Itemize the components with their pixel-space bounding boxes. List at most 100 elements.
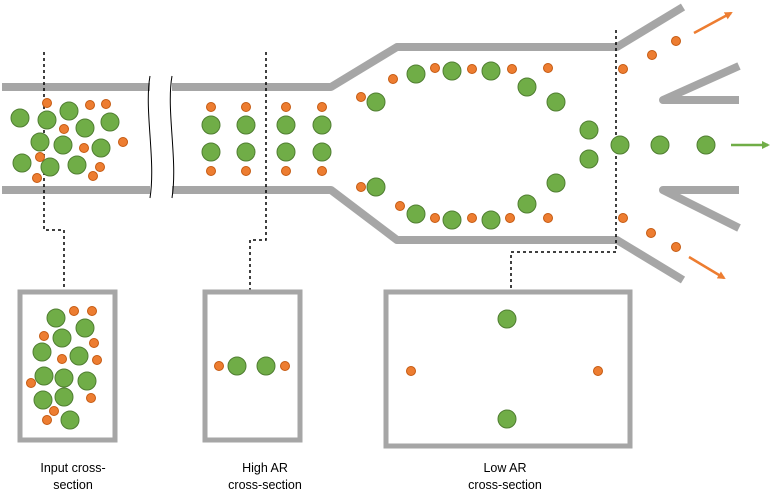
large-particle (497, 409, 517, 429)
small-particle (59, 124, 69, 134)
input-caption-line-2: section (53, 478, 93, 492)
large-particle (312, 142, 332, 162)
low-ar-caption-line-1: Low AR (483, 461, 527, 475)
large-particle (236, 115, 256, 135)
large-particle (201, 115, 221, 135)
large-particle (650, 135, 670, 155)
large-particle (60, 410, 80, 430)
small-particle (49, 406, 59, 416)
upper-outlet-arrow-icon (693, 11, 733, 35)
small-particle (388, 74, 398, 84)
input-guide-line (43, 52, 65, 290)
small-particle (118, 137, 128, 147)
small-particle (89, 338, 99, 348)
small-particle (317, 102, 327, 112)
small-particle (32, 173, 42, 183)
large-particle (12, 153, 32, 173)
small-particle (206, 166, 216, 176)
small-particle (101, 99, 111, 109)
small-particle (281, 102, 291, 112)
large-particle (366, 177, 386, 197)
small-particle (647, 50, 657, 60)
large-particle (40, 157, 60, 177)
large-particle (546, 173, 566, 193)
small-particle (317, 166, 327, 176)
high-ar-guide-line (249, 52, 267, 290)
small-particle (26, 378, 36, 388)
small-particle (92, 355, 102, 365)
large-particle (610, 135, 630, 155)
small-particle (88, 171, 98, 181)
large-particle (276, 115, 296, 135)
break-mark-left (147, 75, 153, 199)
outlet-splitter-upper (659, 62, 741, 104)
large-particle (75, 118, 95, 138)
small-particle (85, 100, 95, 110)
channel-walls (2, 3, 741, 284)
small-particle (214, 361, 224, 371)
large-particle (312, 115, 332, 135)
small-particle (467, 64, 477, 74)
input-caption-line-1: Input cross- (40, 461, 106, 475)
small-particle (86, 393, 96, 403)
input-cross-section-particles (26, 306, 102, 430)
small-particle (42, 98, 52, 108)
low-ar-cross-section-caption: Low AR cross-section (435, 460, 575, 494)
large-particle (256, 356, 276, 376)
small-particle (206, 102, 216, 112)
low-ar-caption-line-2: cross-section (468, 478, 542, 492)
high-ar-particles (201, 102, 332, 176)
large-particle (276, 142, 296, 162)
small-particle (35, 152, 45, 162)
large-particle (366, 92, 386, 112)
large-particle (406, 64, 426, 84)
small-particle (671, 242, 681, 252)
large-particle (54, 368, 74, 388)
large-particle (32, 342, 52, 362)
input-cross-section-caption: Input cross- section (3, 460, 143, 494)
large-particle (201, 142, 221, 162)
outlet-arrows (688, 11, 770, 280)
small-particle (671, 36, 681, 46)
large-particle (10, 108, 30, 128)
small-particle (57, 354, 67, 364)
small-particle (543, 213, 553, 223)
break-mark-right (169, 75, 175, 199)
small-particle (356, 92, 366, 102)
small-particle (42, 415, 52, 425)
small-particle (69, 306, 79, 316)
small-particle (95, 162, 105, 172)
input-particles (10, 98, 128, 183)
small-particle (543, 63, 553, 73)
guide-lines (43, 30, 617, 290)
large-particle (481, 61, 501, 81)
small-particle (395, 201, 405, 211)
large-particle (59, 101, 79, 121)
large-particle (69, 346, 89, 366)
small-particle (430, 213, 440, 223)
small-particle (430, 63, 440, 73)
high-ar-caption-line-1: High AR (242, 461, 288, 475)
high-ar-cross-section-caption: High AR cross-section (195, 460, 335, 494)
large-particle (546, 92, 566, 112)
small-particle (467, 213, 477, 223)
high-ar-caption-line-2: cross-section (228, 478, 302, 492)
large-particle (46, 308, 66, 328)
large-particle (481, 210, 501, 230)
large-particle (517, 194, 537, 214)
small-particle (241, 166, 251, 176)
small-particle (406, 366, 416, 376)
large-particle (579, 120, 599, 140)
low-ar-particles (356, 36, 716, 252)
channel-break-marks (147, 75, 175, 199)
main-channel-bottom-wall (172, 186, 686, 284)
large-particle (442, 61, 462, 81)
small-particle (79, 143, 89, 153)
large-particle (227, 356, 247, 376)
small-particle (241, 102, 251, 112)
main-channel-top-wall (172, 3, 686, 91)
small-particle (87, 306, 97, 316)
large-particle (54, 387, 74, 407)
small-particle (39, 331, 49, 341)
